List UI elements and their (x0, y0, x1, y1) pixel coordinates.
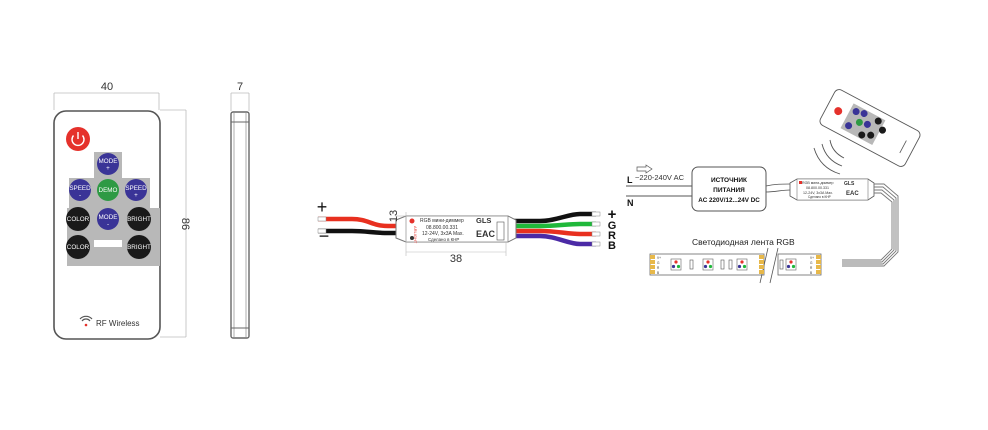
dimmer-origin: Сделано в КНР (428, 237, 459, 242)
svg-text:ARLIGHT: ARLIGHT (413, 226, 418, 244)
wireless-icon (79, 315, 93, 327)
line-l-label: L (627, 175, 633, 185)
dimmer-dimensions: 38 13 (388, 210, 507, 265)
svg-text:BRIGHT: BRIGHT (127, 244, 151, 251)
ac-direction-arrow-icon (636, 164, 653, 174)
svg-text:RF Wireless: RF Wireless (96, 319, 140, 328)
svg-text:GLS: GLS (844, 181, 855, 187)
svg-text:SPEED: SPEED (69, 185, 91, 192)
strip-leds (670, 258, 797, 271)
rf-wireless-label: RF Wireless (79, 315, 140, 328)
output-b-label: B (608, 240, 616, 252)
psu-output-wires (765, 183, 791, 193)
rohs-mark (496, 221, 505, 241)
ac-input-label: ~220-240V AC (635, 173, 685, 182)
svg-text:7: 7 (237, 81, 243, 93)
signal-waves-icon (813, 139, 845, 175)
svg-text:-: - (107, 221, 109, 228)
bright-down-button[interactable]: BRIGHT (127, 235, 151, 259)
power-supply-box: ИСТОЧНИК ПИТАНИЯ AC 220V/12...24V DC (691, 166, 767, 212)
svg-text:MODE: MODE (99, 214, 118, 221)
svg-text:08.800.00.331: 08.800.00.331 (806, 186, 829, 190)
dimmer-rating: 12-24V, 3x3A Max. (422, 231, 464, 237)
speed-plus-button[interactable]: SPEED + (125, 179, 147, 201)
remote-height-label: 86 (179, 218, 191, 230)
dimmer-length-label: 38 (450, 253, 462, 265)
remote-thickness-dimension: 7 (230, 81, 250, 111)
svg-text:R: R (810, 266, 813, 270)
svg-text:DEMO: DEMO (99, 187, 118, 194)
speed-minus-button[interactable]: SPEED - (69, 179, 91, 201)
svg-text:+: + (134, 192, 138, 199)
dimmer-output-wires (508, 211, 601, 247)
remote-side-view (230, 111, 250, 339)
svg-text:+: + (106, 165, 110, 172)
led-chip (736, 258, 748, 271)
dimmer-input-wires (317, 216, 402, 236)
svg-text:MODE: MODE (99, 158, 118, 165)
eac-mark: EAC (476, 229, 496, 239)
svg-text:G: G (657, 261, 660, 265)
input-plus-label: + (317, 197, 328, 217)
svg-text:COLOR: COLOR (67, 244, 90, 251)
resistor (779, 259, 784, 270)
svg-text:EAC: EAC (846, 191, 859, 197)
dimmer-body: ARLIGHT RGB мини-диммер GLS 08.800.00.33… (395, 215, 517, 244)
svg-text:B: B (810, 271, 812, 275)
mode-plus-button[interactable]: MODE + (97, 153, 119, 175)
bright-up-button[interactable]: BRIGHT (127, 207, 151, 231)
color-down-button[interactable]: COLOR (66, 235, 90, 259)
power-icon (71, 135, 85, 147)
line-n-label: N (627, 198, 634, 208)
demo-button[interactable]: DEMO (97, 179, 119, 201)
output-plus-label: + (608, 206, 617, 223)
resistor (720, 259, 725, 270)
led-chip (670, 258, 682, 271)
dimmer-height-label: 13 (388, 210, 400, 222)
svg-text:V+: V+ (657, 256, 661, 260)
output-g-label: G (608, 220, 617, 232)
svg-text:B: B (657, 271, 659, 275)
svg-text:R: R (657, 266, 660, 270)
wiring-dimmer-body: RGB мини-диммер GLS 08.800.00.331 12-24V… (789, 178, 875, 201)
svg-text:ПИТАНИЯ: ПИТАНИЯ (713, 187, 745, 194)
dimmer-to-strip-wires (842, 183, 899, 267)
svg-text:RGB мини-диммер: RGB мини-диммер (802, 181, 834, 185)
svg-text:-: - (79, 192, 81, 199)
resistor (728, 259, 733, 270)
dimmer-title: RGB мини-диммер (420, 218, 464, 224)
resistor (689, 259, 694, 270)
dimmer-brand: GLS (476, 216, 491, 225)
power-button[interactable] (66, 127, 90, 151)
svg-text:COLOR: COLOR (67, 216, 90, 223)
dimmer-article: 08.800.00.331 (426, 225, 458, 231)
svg-text:BRIGHT: BRIGHT (127, 216, 151, 223)
svg-text:G: G (810, 261, 813, 265)
wiring-remote (819, 89, 921, 167)
input-minus-label: − (319, 226, 330, 246)
output-r-label: R (608, 230, 616, 242)
color-up-button[interactable]: COLOR (66, 207, 90, 231)
remote-height-dimension: 86 (160, 109, 191, 338)
led-chip (702, 258, 714, 271)
svg-text:AC 220V/12...24V DC: AC 220V/12...24V DC (698, 197, 760, 204)
remote-width-label: 40 (101, 81, 113, 93)
svg-text:V+: V+ (810, 256, 814, 260)
svg-text:Сделано в КНР: Сделано в КНР (808, 195, 831, 199)
strip-label: Светодиодная лента RGB (692, 237, 795, 247)
mode-minus-button[interactable]: MODE - (97, 208, 119, 230)
remote-width-dimension: 40 (53, 81, 160, 110)
arlight-badge: ARLIGHT (409, 218, 418, 244)
svg-text:SPEED: SPEED (125, 185, 147, 192)
led-chip (785, 258, 797, 271)
svg-text:12-24V, 3x3A Max.: 12-24V, 3x3A Max. (803, 191, 833, 195)
svg-text:ИСТОЧНИК: ИСТОЧНИК (711, 177, 747, 184)
